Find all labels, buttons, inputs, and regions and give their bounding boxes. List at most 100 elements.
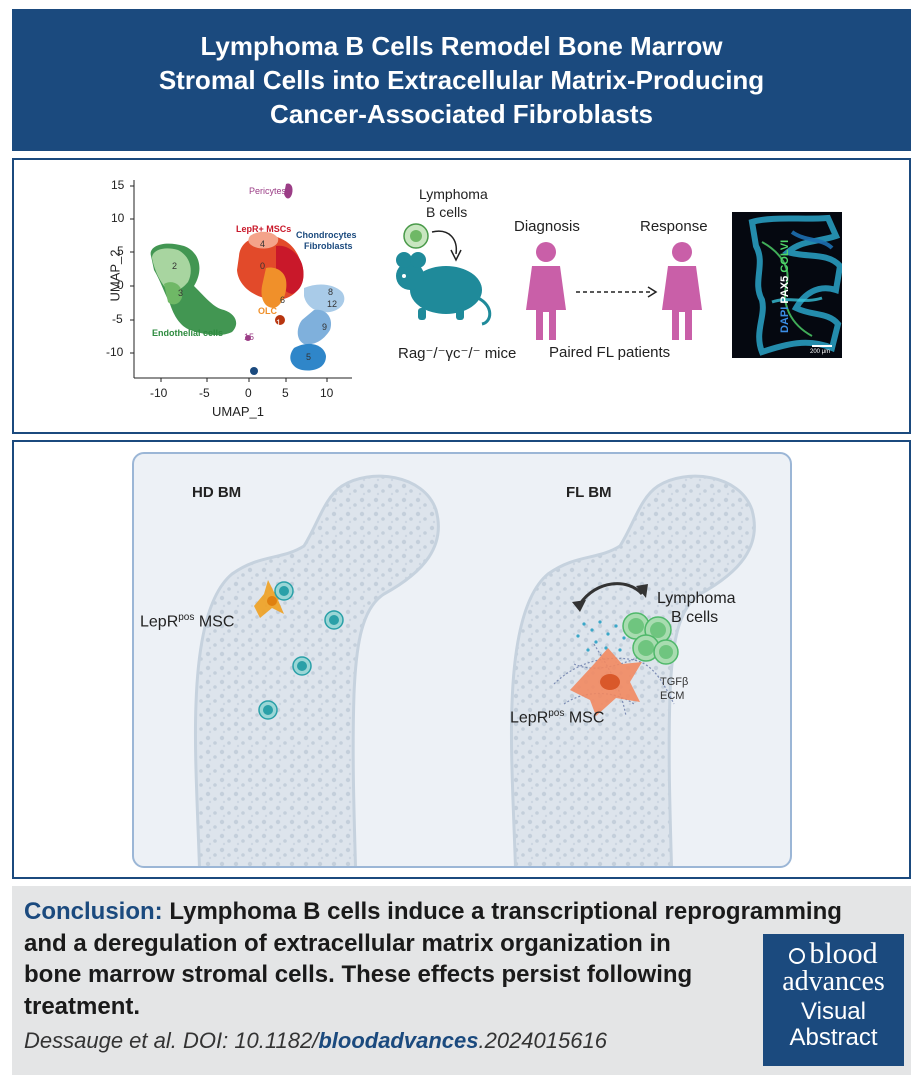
citation: Dessauge et al. DOI: 10.1182/bloodadvanc…	[24, 1028, 607, 1054]
conclusion-section: Conclusion: Lymphoma B cells induce a tr…	[12, 886, 911, 1075]
ytick-label: 10	[111, 211, 125, 225]
endothelial-cluster	[150, 243, 237, 336]
citation-suffix: .2024015616	[478, 1028, 607, 1053]
ytick-label: 0	[117, 278, 124, 292]
umap-svg	[130, 180, 352, 382]
fibroblasts-label: Fibroblasts	[304, 241, 353, 251]
citation-journal: bloodadvances	[318, 1028, 479, 1053]
arrow-head-icon	[647, 286, 658, 298]
patients-label: Paired FL patients	[549, 344, 671, 361]
stain-pax5: PAX5	[779, 275, 791, 304]
cluster-number: 8	[328, 287, 334, 297]
title-line-3: Cancer-Associated Fibroblasts	[270, 99, 653, 129]
conclusion-line-4: treatment.	[24, 992, 141, 1020]
fl-msc-cell	[570, 648, 642, 716]
hd-b-cell-2	[324, 610, 344, 630]
stain-labels: DAPI PAX5 COLVI	[779, 223, 791, 333]
hd-msc-text: LepR	[140, 613, 179, 631]
cluster-number: 6	[280, 295, 286, 305]
logo-line-1: blood	[763, 937, 904, 970]
cluster-15-dot	[245, 335, 251, 341]
cluster-number: 1	[276, 318, 282, 328]
conclusion-text: Conclusion: Lymphoma B cells induce a tr…	[24, 896, 904, 1022]
cluster-number: 4	[260, 239, 266, 249]
diagnosis-label: Diagnosis	[514, 218, 580, 235]
title-line-2: Stromal Cells into Extracellular Matrix-…	[158, 65, 765, 95]
conclusion-line-2: and a deregulation of extracellular matr…	[24, 929, 671, 957]
logo-line-3: Visual	[801, 998, 866, 1025]
hd-b-cell-3	[292, 656, 312, 676]
logo-blood: blood	[809, 937, 878, 970]
olc-label: OLC	[258, 306, 277, 316]
fl-msc-sup: pos	[548, 708, 565, 719]
hd-msc-cell	[254, 580, 288, 618]
hd-b-cell-1	[274, 581, 294, 601]
umap-xlabel: UMAP_1	[212, 404, 265, 419]
cluster-number: 2	[172, 261, 178, 271]
mouse-model: Lymphoma B cells Rag⁻/⁻γc⁻/⁻ mice	[374, 160, 524, 436]
lymphoma-cells-label-2: B cells	[426, 204, 468, 220]
ytick-label: -10	[106, 345, 124, 359]
patient-diagnosis-icon	[526, 242, 566, 340]
scale-label: 200 μm	[810, 349, 831, 355]
xtick-label: 5	[282, 386, 289, 400]
tgfb-label: TGFβ	[660, 676, 689, 688]
cluster-number: 5	[306, 352, 312, 362]
conclusion-label: Conclusion:	[24, 898, 163, 925]
xtick-label: 0	[245, 386, 252, 400]
tgfb-dots	[576, 620, 634, 652]
lymphoma-cells-label-1: Lymphoma	[419, 186, 488, 202]
fl-msc-text: LepR	[510, 709, 549, 727]
conclusion-line-1: Conclusion: Lymphoma B cells induce a tr…	[24, 896, 904, 928]
hd-msc-suffix: MSC	[194, 613, 235, 631]
xtick-label: -5	[199, 386, 210, 400]
conclusion-text-1: Lymphoma B cells induce a transcriptiona…	[162, 898, 842, 925]
pericytes-label: Pericytes	[249, 186, 287, 196]
cluster-number: 0	[260, 261, 266, 271]
xtick-label: -10	[150, 386, 168, 400]
hd-bm-title: HD BM	[192, 484, 242, 501]
hd-msc-sup: pos	[178, 612, 195, 623]
response-label: Response	[640, 218, 708, 235]
cluster-number: 12	[327, 299, 338, 309]
citation-prefix: Dessauge et al. DOI: 10.1182/	[24, 1028, 319, 1053]
conclusion-line-3: bone marrow stromal cells. These effects…	[24, 961, 693, 988]
hd-bone-shape	[193, 474, 440, 866]
patients-section: Diagnosis Response Paired FL patients	[514, 160, 734, 436]
mouse-icon	[396, 252, 492, 326]
endothelial-label: Endothelial cells	[152, 328, 224, 338]
fl-bm-title: FL BM	[566, 484, 612, 501]
cluster-number: 3	[178, 288, 184, 298]
stain-colvi: COLVI	[779, 239, 791, 273]
methods-panel: UMAP_2 UMAP_1 15 10 5 0 -5 -10 -10 -5 0 …	[12, 158, 911, 434]
title-line-1: Lymphoma B Cells Remodel Bone Marrow	[200, 31, 723, 61]
patient-response-icon	[662, 242, 702, 340]
arrow-curve-icon	[431, 230, 458, 255]
journal-logo: blood advances Visual Abstract	[763, 934, 904, 1066]
hd-msc-label: LepRpos MSC	[140, 612, 234, 631]
lymphoma-cell-cluster	[622, 612, 679, 665]
cluster-number: 15	[244, 332, 255, 342]
interaction-arrow	[578, 582, 644, 605]
ytick-label: 5	[117, 244, 124, 258]
fl-lymphoma-label-2: B cells	[671, 609, 719, 626]
fl-lymphoma-label-1: Lymphoma	[657, 590, 736, 607]
ecm-label: ECM	[660, 690, 685, 702]
ytick-label: -5	[112, 312, 123, 326]
umap-plot: UMAP_2 UMAP_1 15 10 5 0 -5 -10 -10 -5 0 …	[14, 160, 374, 436]
microscopy-image: DAPI PAX5 COLVI 200 μm	[732, 212, 842, 358]
logo-seal-icon	[789, 948, 806, 965]
bone-illustration-box: HD BM FL BM LepRpos MSC Lymphoma B cells…	[132, 452, 792, 868]
b-cell-nucleus-icon	[410, 230, 422, 242]
lepr-label: LepR+ MSCs	[236, 224, 292, 234]
ytick-label: 15	[111, 178, 125, 192]
fl-msc-label: LepRpos MSC	[510, 708, 604, 727]
mice-label: Rag⁻/⁻γc⁻/⁻ mice	[398, 345, 517, 362]
bone-marrow-panel: HD BM FL BM LepRpos MSC Lymphoma B cells…	[12, 440, 911, 879]
title-banner: Lymphoma B Cells Remodel Bone Marrow Str…	[12, 9, 911, 151]
pericytes-cluster	[284, 183, 293, 199]
stain-dapi: DAPI	[779, 306, 791, 333]
logo-line-2: advances	[782, 966, 885, 997]
cluster-number: 9	[322, 322, 328, 332]
hd-b-cell-4	[258, 700, 278, 720]
